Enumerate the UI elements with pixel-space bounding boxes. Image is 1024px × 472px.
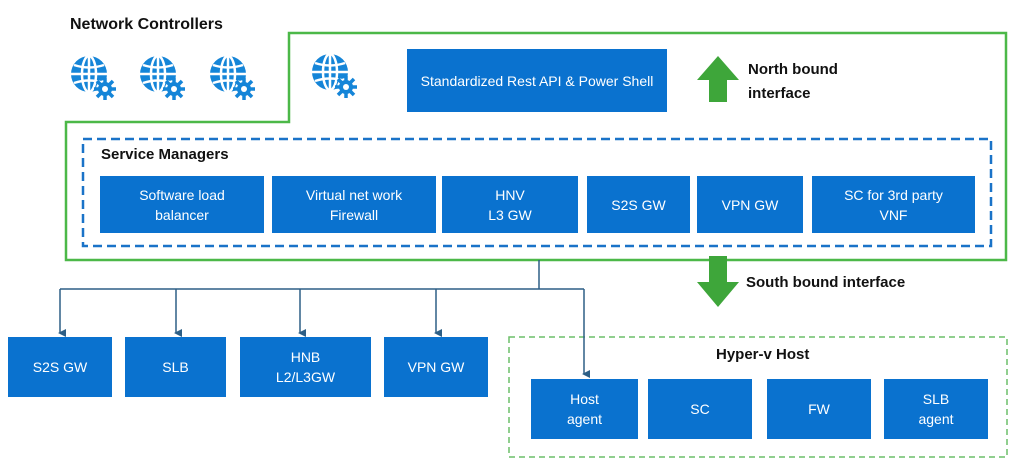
gateway-vpn-gw: VPN GW (384, 337, 488, 397)
service-managers-title: Service Managers (101, 146, 229, 163)
arrow-up-icon (697, 56, 739, 102)
service-virtual-network-firewall: Virtual net work Firewall (272, 176, 436, 233)
globe-gear-icon (138, 54, 187, 102)
arrow-down-icon (697, 256, 739, 307)
service-vpn-gw: VPN GW (697, 176, 803, 233)
network-controllers-title: Network Controllers (70, 16, 223, 33)
north-bound-label: North bound interface (748, 61, 838, 102)
host-fw: FW (767, 379, 871, 439)
gateway-s2s-gw: S2S GW (8, 337, 112, 397)
network-controller-outline (64, 31, 1008, 262)
service-hnv-l3-gw: HNV L3 GW (442, 176, 578, 233)
globe-gear-icon (69, 54, 118, 102)
hyperv-host-frame (508, 336, 1008, 458)
service-s2s-gw: S2S GW (587, 176, 690, 233)
globe-gear-icon (208, 54, 257, 102)
gateway-hnb-l2l3gw: HNB L2/L3GW (240, 337, 371, 397)
connector-lines (58, 260, 590, 378)
rest-api-box: Standardized Rest API & Power Shell (407, 49, 667, 112)
service-managers-frame (81, 137, 993, 248)
south-bound-label: South bound interface (746, 274, 906, 291)
service-software-load-balancer: Software load balancer (100, 176, 264, 233)
globe-gear-icon (310, 52, 359, 100)
host-sc: SC (648, 379, 752, 439)
hyperv-host-title: Hyper-v Host (716, 346, 810, 363)
host-agent: Host agent (531, 379, 638, 439)
gateway-slb: SLB (125, 337, 226, 397)
host-slb-agent: SLB agent (884, 379, 988, 439)
service-sc-3rd-party-vnf: SC for 3rd party VNF (812, 176, 975, 233)
